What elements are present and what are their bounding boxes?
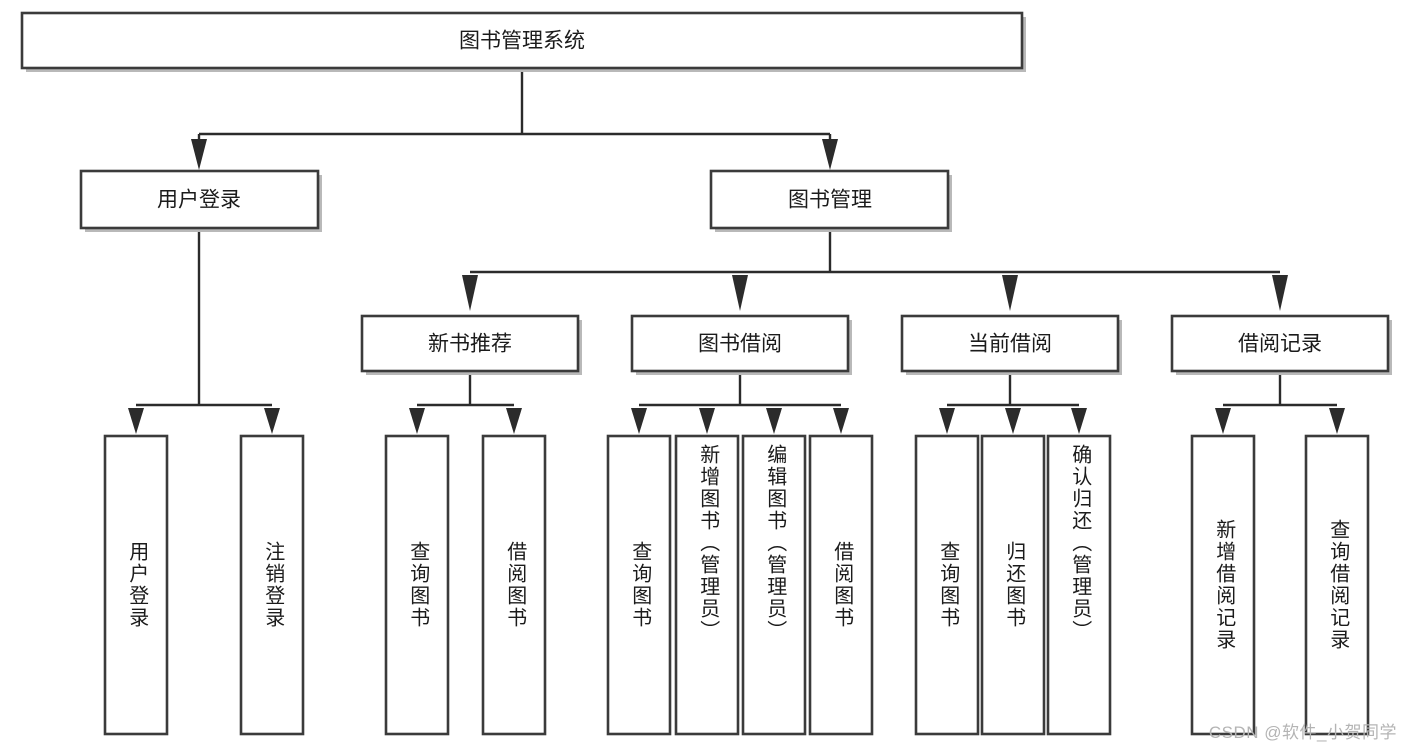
node-book-borrow-box[interactable] [630,314,850,373]
node-root-label: 图书管理系统 [459,30,585,53]
node-user-login-label: 用户登录 [157,189,241,212]
leaf-book-borrow-group [606,434,874,736]
arrow-userlogin-leaf-2 [264,408,280,434]
leaf-box-book-borrow-1[interactable] [606,434,672,736]
node-book-manage-box[interactable] [709,169,950,230]
arrow-currentborrow-leaf-2 [1005,408,1021,434]
node-book-borrow[interactable]: 图书借阅 [630,314,852,375]
node-root[interactable]: 图书管理系统 [20,11,1026,72]
leaf-box-new-book-2[interactable] [481,434,547,736]
node-current-borrow[interactable]: 当前借阅 [900,314,1122,375]
node-current-borrow-box[interactable] [900,314,1120,373]
node-new-book-recommend[interactable]: 新书推荐 [360,314,582,375]
arrow-newbook-leaf-2 [506,408,522,434]
arrow-newbook-leaf-1 [409,408,425,434]
arrow-currentborrow-leaf-1 [939,408,955,434]
arrow-to-borrow-record [1272,275,1288,311]
leaf-box-book-borrow-4[interactable] [808,434,874,736]
leaf-borrow-record-group [1190,434,1370,736]
node-borrow-record[interactable]: 借阅记录 [1170,314,1392,375]
leaf-box-borrow-record-2[interactable] [1304,434,1370,736]
node-book-manage[interactable]: 图书管理 [709,169,952,232]
arrow-to-book-manage [822,139,838,170]
arrow-to-user-login [191,139,207,170]
arrow-bookborrow-leaf-2 [699,408,715,434]
node-new-book-recommend-box[interactable] [360,314,580,373]
node-borrow-record-box[interactable] [1170,314,1390,373]
arrow-currentborrow-leaf-3 [1071,408,1087,434]
node-borrow-record-label: 借阅记录 [1238,333,1322,356]
connectors-group [128,68,1345,434]
node-user-login-box[interactable] [79,169,320,230]
arrow-bookborrow-leaf-3 [766,408,782,434]
arrow-userlogin-leaf-1 [128,408,144,434]
leaf-new-book-recommend-group [384,434,547,736]
arrow-bookborrow-leaf-4 [833,408,849,434]
arrow-to-current-borrow [1002,275,1018,311]
arrow-to-new-book-recommend [462,275,478,311]
leaf-box-current-borrow-2[interactable] [980,434,1046,736]
node-book-borrow-label: 图书借阅 [698,333,782,356]
leaf-box-current-borrow-1[interactable] [914,434,980,736]
leaf-box-new-book-1[interactable] [384,434,450,736]
leaf-box-current-borrow-3[interactable] [1046,434,1112,736]
leaf-box-user-login-1[interactable] [103,434,169,736]
leaf-box-user-login-2[interactable] [239,434,305,736]
watermark-label: CSDN @软件_小贺同学 [1208,723,1397,742]
arrow-borrowrecord-leaf-2 [1329,408,1345,434]
node-root-box[interactable] [20,11,1024,70]
arrow-to-book-borrow [732,275,748,311]
arrow-borrowrecord-leaf-1 [1215,408,1231,434]
node-new-book-recommend-label: 新书推荐 [428,333,512,356]
leaf-box-borrow-record-1[interactable] [1190,434,1256,736]
leaf-box-book-borrow-2[interactable] [674,434,740,736]
node-book-manage-label: 图书管理 [788,189,872,212]
node-user-login[interactable]: 用户登录 [79,169,322,232]
leaf-user-login-group [103,434,305,736]
node-current-borrow-label: 当前借阅 [968,333,1052,356]
arrow-bookborrow-leaf-1 [631,408,647,434]
leaf-current-borrow-group [914,434,1112,736]
leaf-box-book-borrow-3[interactable] [741,434,807,736]
